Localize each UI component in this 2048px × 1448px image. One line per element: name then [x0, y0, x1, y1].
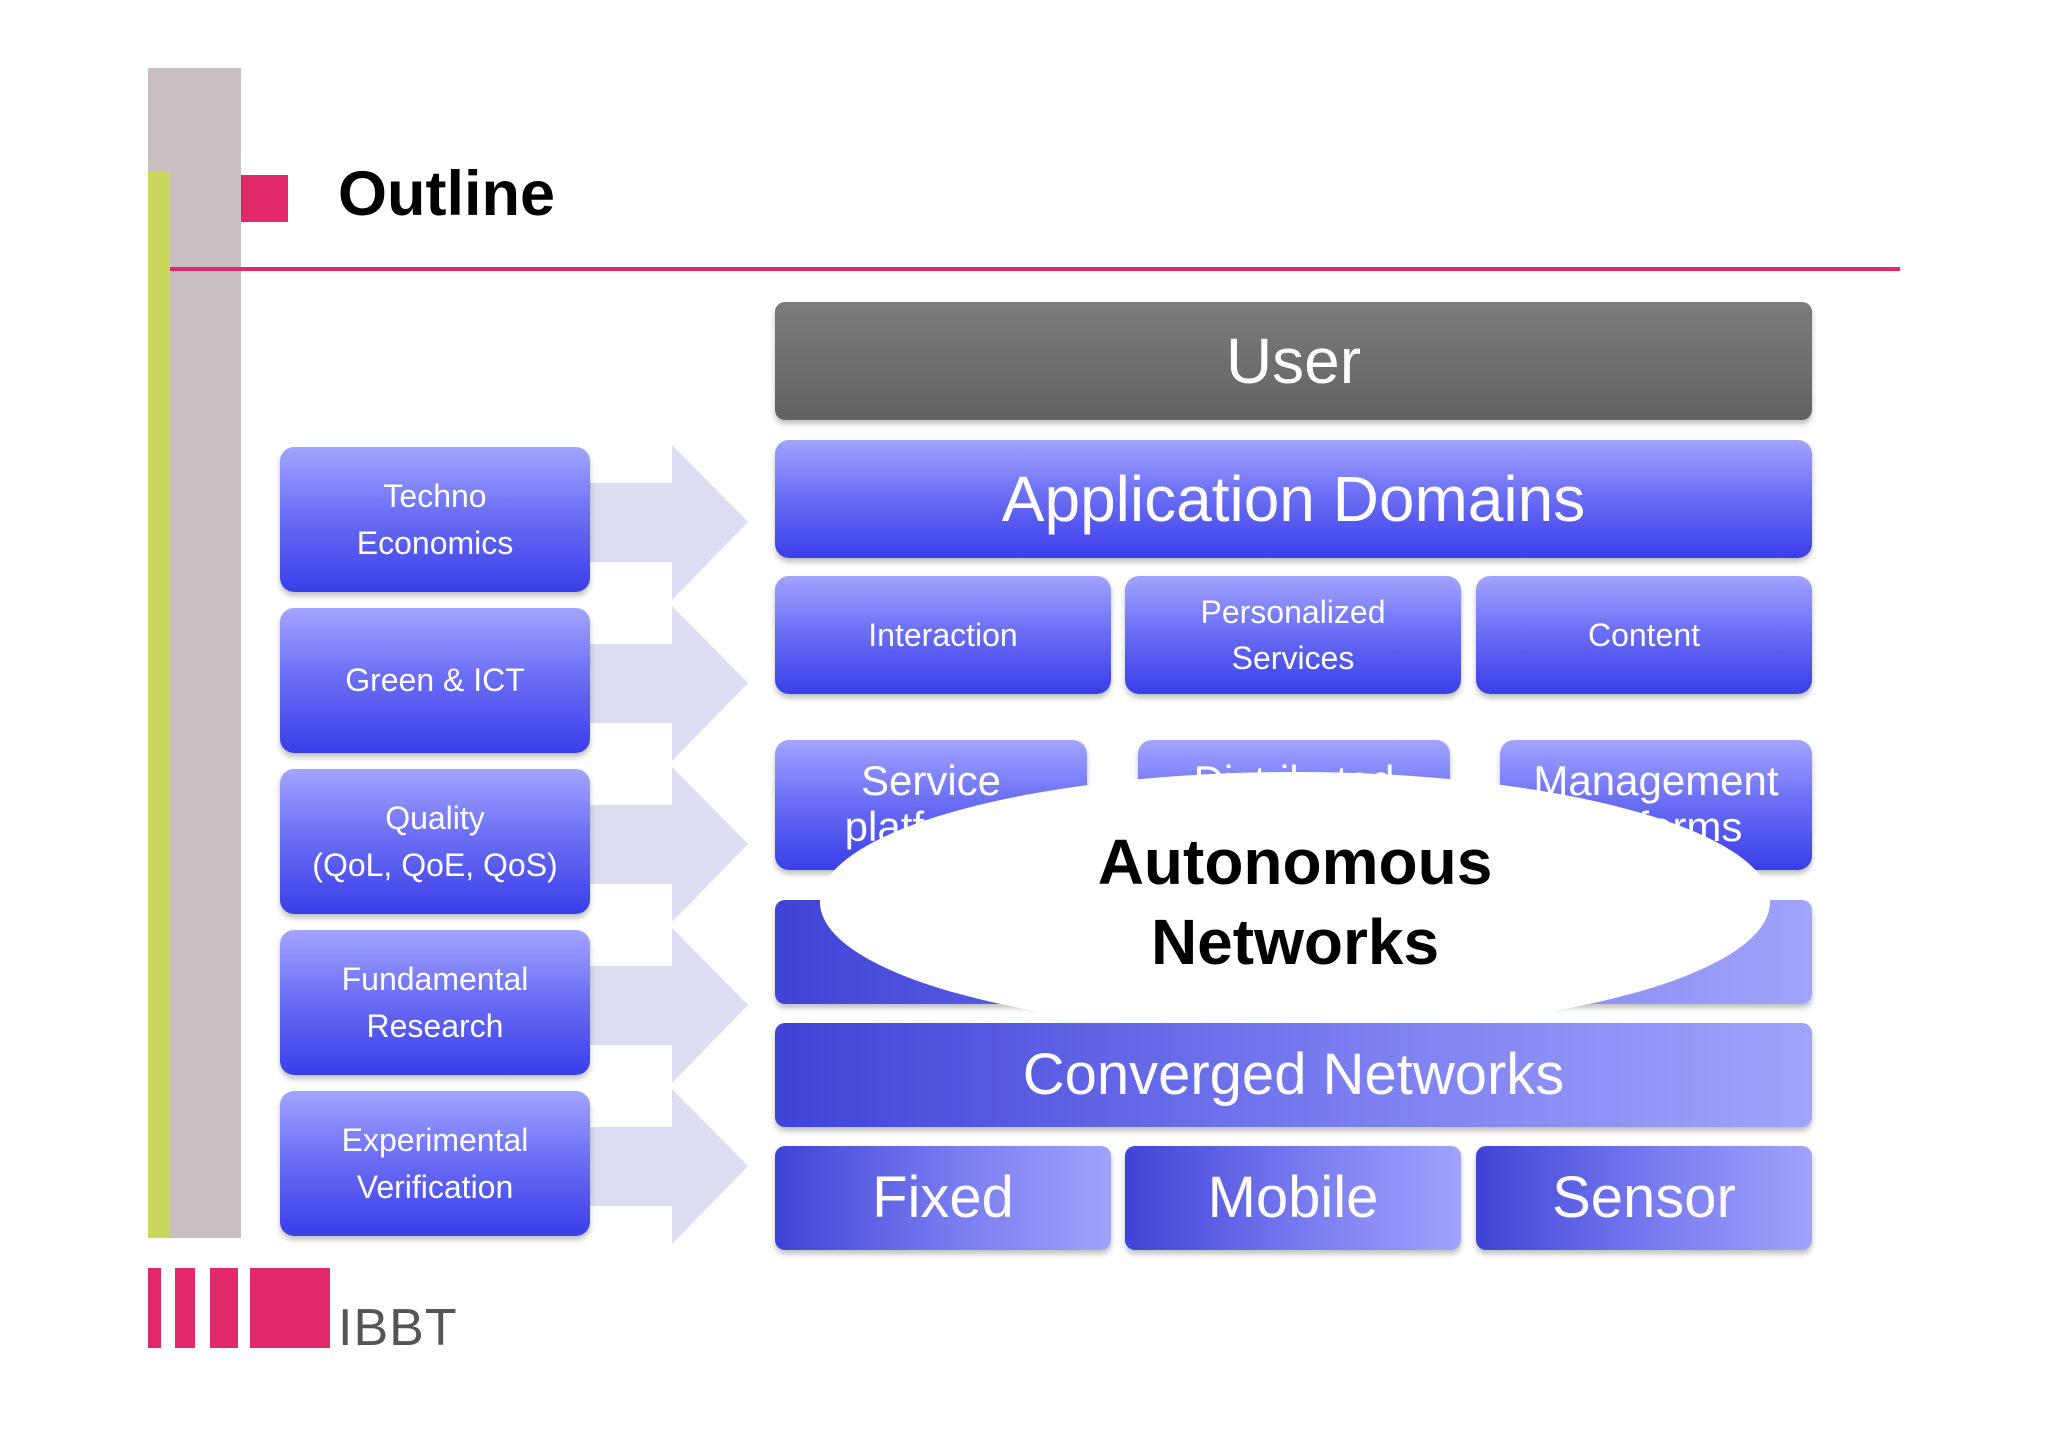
slide-title: Outline — [338, 159, 555, 229]
layer-application-domains: Application Domains — [775, 440, 1812, 558]
layer-fixed: Fixed — [775, 1146, 1111, 1250]
arrow-right-icon — [590, 445, 748, 600]
autonomous-networks-ellipse: Autonomous Networks — [820, 772, 1770, 1032]
logo-bar — [175, 1268, 195, 1348]
layer-user: User — [775, 302, 1812, 420]
layer-mobile: Mobile — [1125, 1146, 1461, 1250]
side-box-quality: Quality(QoL, QoE, QoS) — [280, 769, 590, 914]
arrow-right-icon — [590, 606, 748, 761]
title-bullet-square — [241, 175, 288, 222]
title-underline — [170, 267, 1900, 271]
side-box-green-ict: Green & ICT — [280, 608, 590, 753]
arrow-right-icon — [590, 928, 748, 1083]
logo-bar — [210, 1268, 238, 1348]
logo-bar — [250, 1268, 330, 1348]
left-lime-bar — [148, 172, 170, 1238]
arrow-right-icon — [590, 1089, 748, 1244]
layer-sensor: Sensor — [1476, 1146, 1812, 1250]
logo-text: IBBT — [338, 1299, 458, 1357]
layer-content: Content — [1476, 576, 1812, 694]
layer-interaction: Interaction — [775, 576, 1111, 694]
layer-converged-networks: Converged Networks — [775, 1023, 1812, 1127]
logo-bar — [148, 1268, 161, 1348]
arrow-right-icon — [590, 767, 748, 922]
